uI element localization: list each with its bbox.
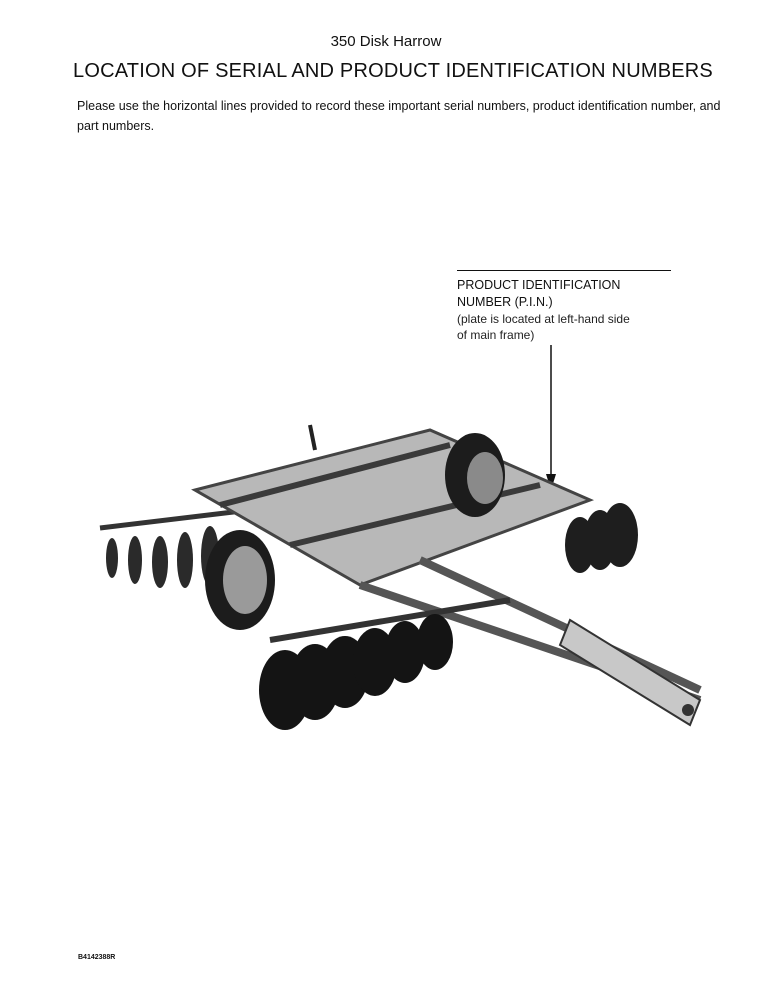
model-heading: 350 Disk Harrow	[330, 33, 442, 50]
rear-wheels	[445, 433, 505, 517]
transport-wheel	[205, 530, 275, 630]
right-disk-gang	[565, 503, 638, 573]
intro-text: Please use the horizontal lines provided…	[77, 99, 721, 133]
hitch-tongue	[558, 618, 702, 727]
document-code: B4142388R	[78, 954, 116, 961]
pin-label-line2: NUMBER (P.I.N.)	[457, 295, 553, 309]
pin-callout: PRODUCT IDENTIFICATION NUMBER (P.I.N.) (…	[457, 270, 671, 343]
front-disk-gang	[259, 597, 511, 730]
pin-label-line1: PRODUCT IDENTIFICATION	[457, 278, 621, 292]
disk-harrow-illustration	[99, 424, 702, 730]
pin-note-line2: of main frame)	[457, 328, 535, 342]
pin-note-line1: (plate is located at left-hand side	[457, 312, 630, 326]
page-title: LOCATION OF SERIAL AND PRODUCT IDENTIFIC…	[73, 60, 713, 82]
